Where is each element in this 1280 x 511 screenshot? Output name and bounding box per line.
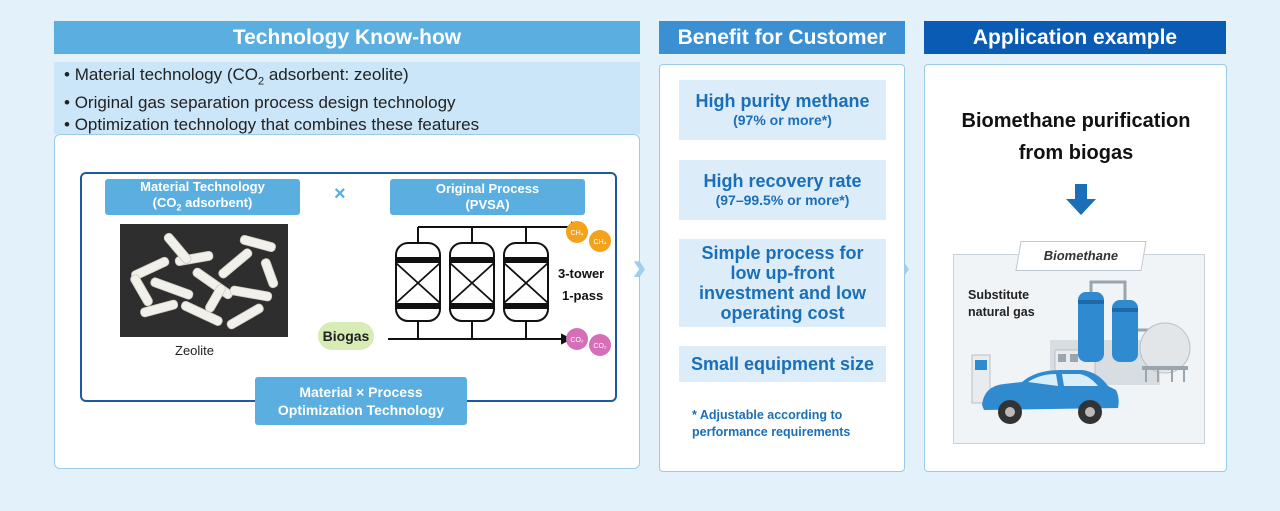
biogas-label: Biogas <box>318 322 374 350</box>
benefit-item: Small equipment size <box>679 346 886 382</box>
benefit-footnote: * Adjustable according to performance re… <box>692 408 851 439</box>
zeolite-caption: Zeolite <box>175 343 215 358</box>
bullet-item: • Original gas separation process design… <box>64 93 456 113</box>
material-technology-tag: Material Technology (CO2 adsorbent) <box>105 179 300 215</box>
tower-label: 3-tower 1-pass <box>558 266 605 303</box>
know-how-header: Technology Know-how <box>54 21 640 54</box>
original-process-tag: Original Process (PVSA) <box>390 179 585 215</box>
application-title: Biomethane purification from biogas <box>961 110 1191 164</box>
application-header: Application example <box>924 21 1226 54</box>
benefit-header: Benefit for Customer <box>659 21 905 54</box>
benefit-item: Simple process for low up-front investme… <box>679 239 886 327</box>
bullet-item: • Material technology (CO2 adsorbent: ze… <box>64 65 409 88</box>
co2-bubble <box>566 328 588 350</box>
bullet-item: • Optimization technology that combines … <box>64 115 480 135</box>
know-how-bullets: • Material technology (CO2 adsorbent: ze… <box>54 62 640 134</box>
optimization-technology-tag: Material × Process Optimization Technolo… <box>255 377 467 425</box>
co2-label: CO₂ <box>570 337 584 344</box>
biomethane-label: Biomethane <box>1015 241 1147 271</box>
ch4-bubble <box>566 221 588 243</box>
benefit-item: High purity methane (97% or more*) <box>679 80 886 140</box>
gas-plant-illustration <box>971 280 1191 424</box>
substitute-gas-label: Substitute natural gas <box>968 288 1035 319</box>
ch4-bubble <box>589 230 611 252</box>
ch4-label: CH₄ <box>594 239 607 246</box>
co2-bubble <box>589 334 611 356</box>
times-symbol: × <box>334 183 346 205</box>
co2-label: CO₂ <box>593 343 607 350</box>
pvsa-process-diagram: CH₄ CH₄ CO₂ CO₂ <box>388 221 611 356</box>
benefit-item: High recovery rate (97–99.5% or more*) <box>679 160 886 220</box>
zeolite-image <box>120 224 288 337</box>
ch4-label: CH₄ <box>571 230 584 237</box>
arrow-down-icon <box>1066 184 1096 215</box>
